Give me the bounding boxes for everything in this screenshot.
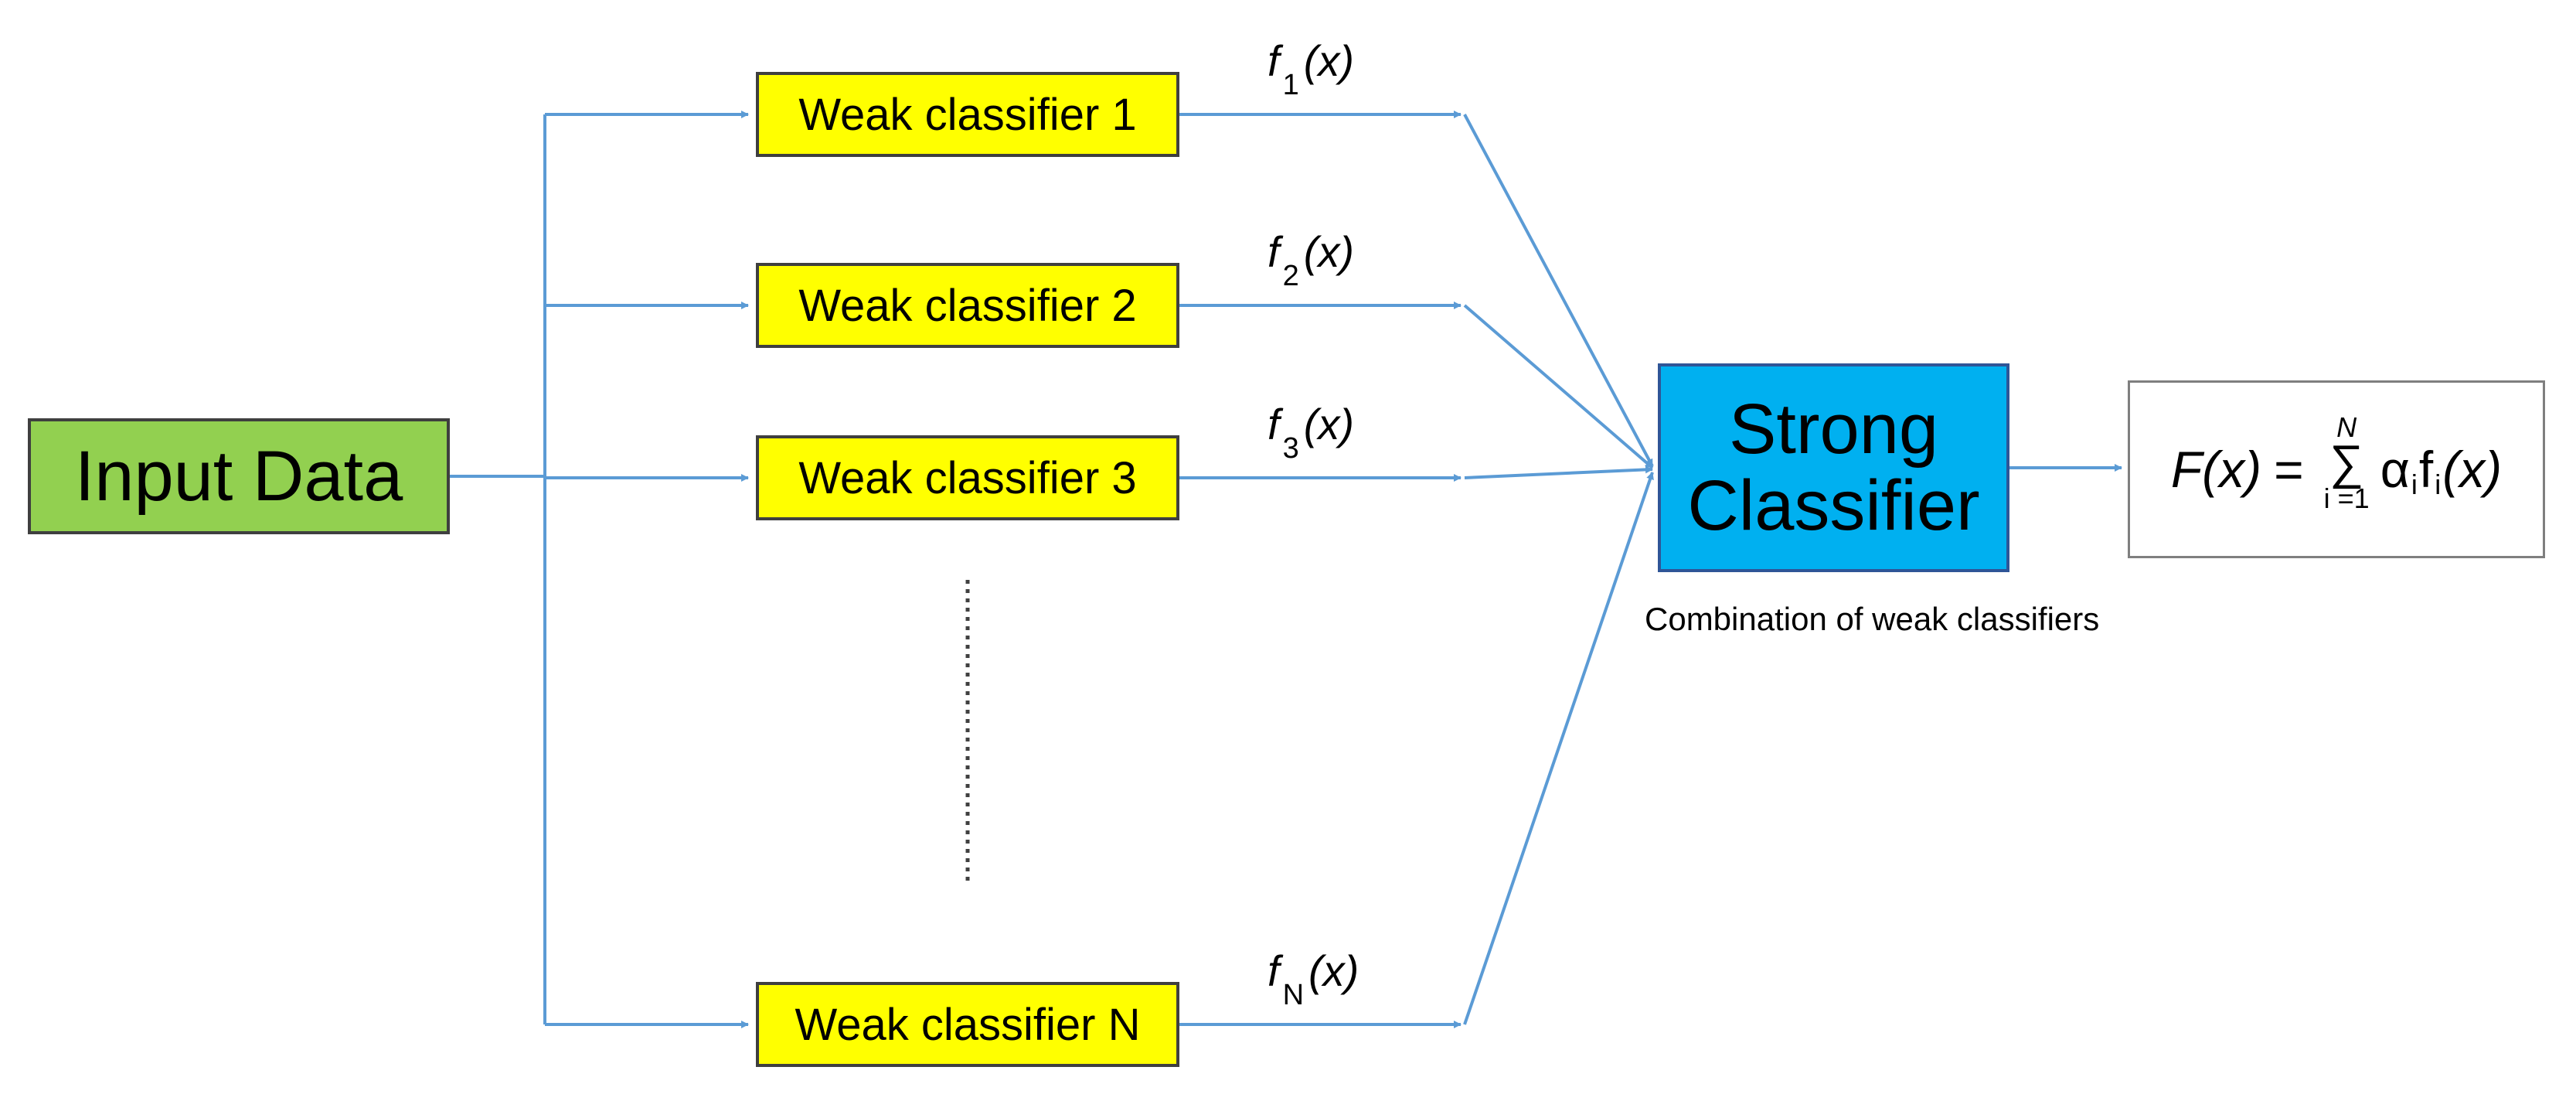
input-data-label: Input Data (74, 436, 403, 516)
sum-lower-limit: i =1 (2323, 482, 2370, 514)
formula-alpha: α (2380, 441, 2410, 498)
strong-classifier-box: Strong Classifier (1658, 363, 2009, 572)
weak-classifier-3-label: Weak classifier 3 (798, 452, 1137, 503)
strong-classifier-line-1: Strong (1728, 389, 1939, 469)
formula-f-sub: i (2435, 469, 2442, 500)
weak-classifier-1-box: Weak classifier 1 (756, 72, 1179, 157)
formula-arg: (x) (2442, 441, 2503, 498)
converge-line-1 (1463, 114, 1654, 467)
weak-classifier-n-label: Weak classifier N (795, 999, 1141, 1050)
strong-classifier-line-2: Classifier (1687, 466, 1980, 545)
sigma-symbol: ∑ (2329, 436, 2364, 490)
input-data-box: Input Data (28, 418, 450, 534)
formula-lhs-fn: F (2170, 441, 2203, 498)
summation: N ∑ i =1 (2324, 414, 2370, 513)
strong-classifier-note: Combination of weak classifiers (1645, 601, 2100, 637)
weak-classifier-2-box: Weak classifier 2 (756, 263, 1179, 348)
converge-line-n (1463, 472, 1654, 1025)
formula-alpha-sub: i (2411, 469, 2418, 500)
weak-classifier-1-label: Weak classifier 1 (798, 89, 1137, 140)
formula-f: f (2418, 441, 2434, 498)
sum-upper-limit: N (2336, 411, 2357, 444)
converge-line-3 (1464, 465, 1653, 479)
formula-equals: = (2274, 441, 2304, 498)
weak-classifier-n-box: Weak classifier N (756, 982, 1179, 1067)
weak-classifier-3-box: Weak classifier 3 (756, 435, 1179, 520)
formula-lhs-arg: (x) (2202, 441, 2262, 498)
weak-classifier-2-label: Weak classifier 2 (798, 280, 1137, 331)
converge-line-2 (1463, 304, 1654, 469)
